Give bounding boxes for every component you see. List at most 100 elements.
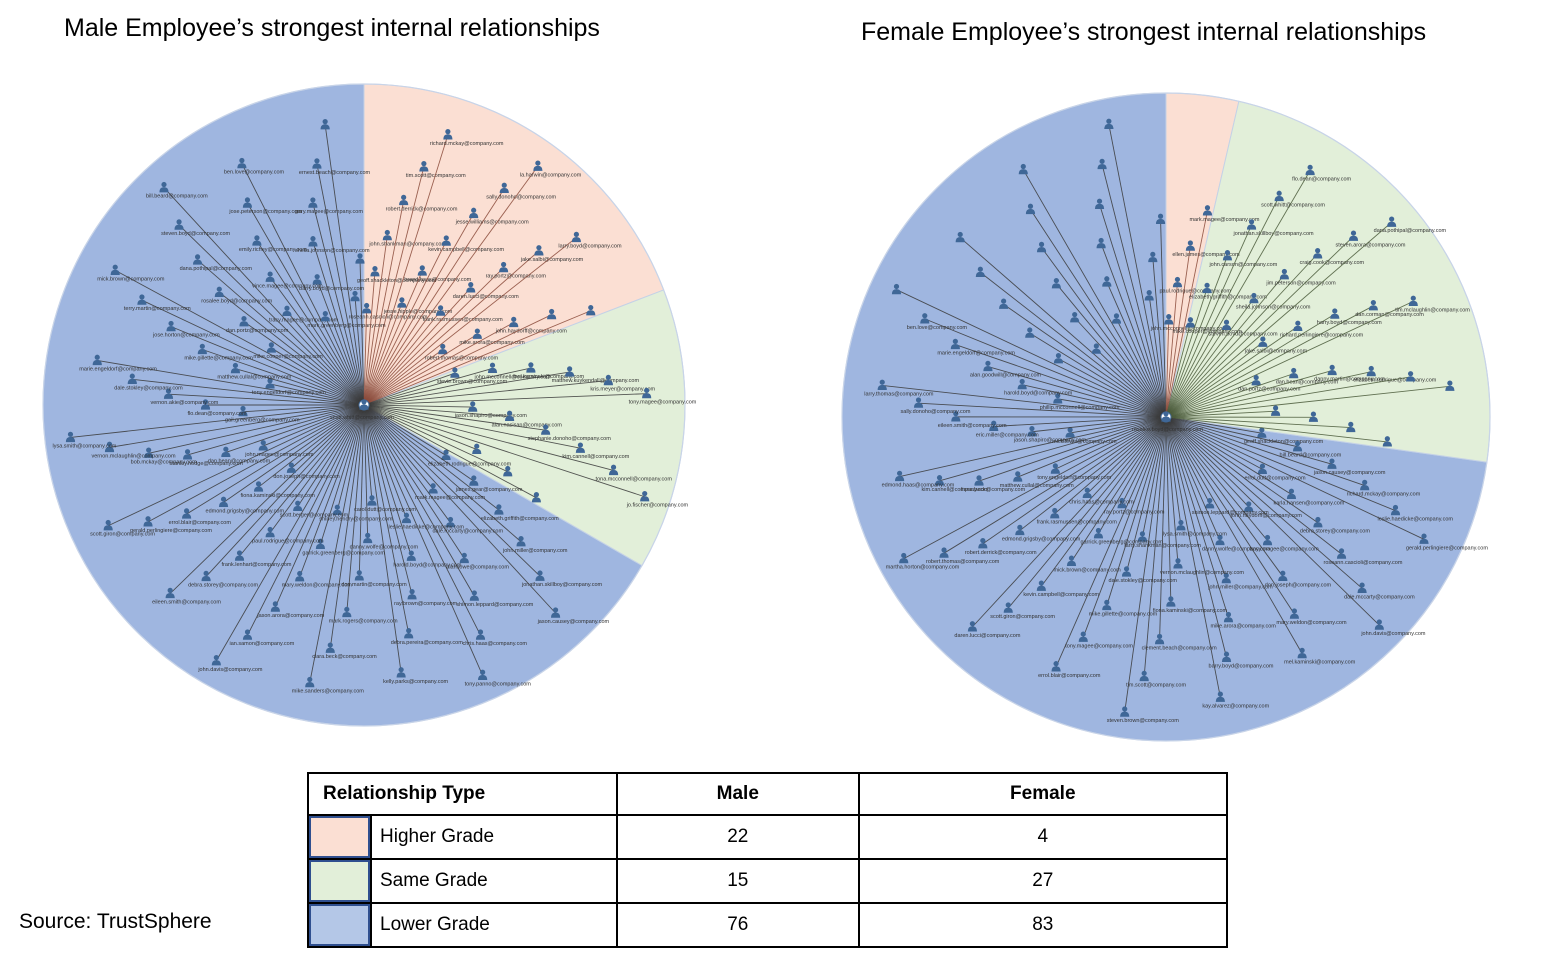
employee-email-label: ray.brown@company.com <box>394 601 458 607</box>
employee-node: stevie.brown@company.com <box>363 367 508 406</box>
employee-node: jason.causey@company.com <box>363 404 610 625</box>
male-chart-title: Male Employee’s strongest internal relat… <box>64 14 600 42</box>
employee-email-label: sally.donoho@company.com <box>901 409 971 415</box>
employee-email-label: jake.salbi@company.com <box>1244 348 1308 354</box>
employee-email-label: sheila.johnson@company.com <box>1236 305 1311 311</box>
employee-node: mary.weldon@company.com <box>282 404 365 589</box>
employee-email-label: geoff.shackleton@company.com <box>357 278 437 284</box>
employee-email-label: marie.engeldorf@company.com <box>937 351 1015 357</box>
employee-node: kelly.parks@company.com <box>363 404 449 685</box>
employee-email-label: geoff.shackleton@company.com <box>1244 439 1324 445</box>
employee-node: daren.lucci@company.com <box>954 416 1167 639</box>
employee-node: john.davis@company.com <box>1165 416 1426 637</box>
employee-node: jason.shapiro@company.com <box>1013 416 1167 444</box>
employee-email-label: john.shankman@company.com <box>368 242 446 248</box>
employee-node: ernest.beach@company.com <box>299 158 371 406</box>
employee-email-label: debra.storey@company.com <box>188 583 258 589</box>
employee-email-label: edmond.grigsby@company.com <box>1002 537 1081 543</box>
employee-node: john.miller@company.com <box>1165 416 1273 591</box>
employee-node: frank.lenhart@company.com <box>222 404 365 568</box>
employee-node: sally.donoho@company.com <box>363 182 557 406</box>
employee-email-label: dale.mccarty@company.com <box>1344 594 1415 600</box>
employee-node <box>1070 311 1167 418</box>
employee-node: debra.storey@company.com <box>1165 416 1370 535</box>
employee-email-label: kelly.parks@company.com <box>383 679 448 685</box>
employee-node: mick.brown@company.com <box>1053 416 1167 573</box>
employee-node: leslie.haedicke@company.com <box>1165 416 1453 523</box>
employee-email-label: daren.lucci@company.com <box>954 633 1020 639</box>
lower-grade-swatch <box>309 904 370 946</box>
employee-email-label: clement.beach@company.com <box>1142 646 1218 652</box>
employee-node: gail.greenberg@company.com <box>225 404 365 424</box>
employee-node: geoff.shackleton@company.com <box>1165 416 1324 445</box>
employee-email-label: richard.mckay@company.com <box>1347 492 1421 498</box>
employee-email-label: mary.weldon@company.com <box>1276 620 1347 626</box>
male-value: 22 <box>616 814 860 860</box>
employee-email-label: flo.dean@company.com <box>1292 177 1351 183</box>
employee-email-label: john.miller@company.com <box>502 548 568 554</box>
employee-node: eileen.smith@company.com <box>152 404 365 606</box>
employee-node: tim.scott@company.com <box>1126 416 1186 688</box>
employee-node: scott.whitt@company.com <box>1165 190 1325 418</box>
swatch-cell <box>307 858 372 904</box>
employee-email-label: dan.portz@company.com <box>226 328 289 334</box>
employee-email-label: dan.portz@company.com <box>1238 387 1301 393</box>
employee-node: flo.dean@company.com <box>188 399 364 417</box>
employee-node: sally.donoho@company.com <box>901 397 1167 418</box>
relationship-table: Relationship Type Male Female Higher Gra… <box>307 772 1229 948</box>
employee-email-label: richard.perlingiere@company.com <box>1280 332 1364 338</box>
employee-email-label: dale.stokley@company.com <box>1109 578 1178 584</box>
employee-node: larry.boyd@company.com <box>363 231 622 406</box>
employee-email-label: robert.derrick@company.com <box>386 207 458 213</box>
employee-node: gerald.perlingiere@company.com <box>130 404 365 534</box>
employee-email-label: leslie.haedicke@company.com <box>1377 517 1453 523</box>
employee-node: sheila.johnson@company.com <box>295 236 370 406</box>
employee-email-label: gerald.perlingiere@company.com <box>1406 545 1488 551</box>
employee-email-label: terry.martin@company.com <box>124 306 191 312</box>
employee-node: gerald.perlingiere@company.com <box>1165 416 1488 551</box>
employee-node: jose.peterson@company.com <box>228 197 365 406</box>
employee-email-label: steven.arora@company.com <box>1336 242 1406 248</box>
employee-node: dale.mccarty@company.com <box>363 404 504 535</box>
employee-email-label: eileen.smith@company.com <box>938 423 1007 429</box>
employee-node <box>1036 241 1167 418</box>
employee-email-label: tony.panno@company.com <box>465 681 532 687</box>
employee-email-label: steven.boyd@company.com <box>161 231 230 237</box>
employee-node: mick.lewis@company.com <box>1052 416 1167 445</box>
employee-node <box>320 118 365 406</box>
employee-email-label: tony.engeldorf@company.com <box>252 390 326 396</box>
employee-email-label: tony.engeldorf@company.com <box>1037 475 1111 481</box>
employee-email-label: roseann.cascioli@company.com <box>349 315 428 321</box>
employee-node: craig.cook@company.com <box>1165 248 1365 418</box>
employee-node: kim.cannell@company.com <box>363 404 630 460</box>
employee-email-label: vernon.mclaughlin@company.com <box>92 453 176 459</box>
employee-node: don.joseph@company.com <box>1165 416 1332 588</box>
employee-email-label: vernon.akie@company.com <box>150 400 218 406</box>
employee-email-label: robert.thomas@company.com <box>425 356 499 362</box>
employee-node: mel.kaminski@company.com <box>363 362 584 406</box>
employee-email-label: barry.boyd@company.com <box>299 286 364 292</box>
employee-node: mel.kaminski@company.com <box>1165 416 1356 666</box>
employee-node <box>1144 290 1167 418</box>
employee-node <box>363 404 513 477</box>
employee-node: kevin.campbell@company.com <box>1023 416 1167 598</box>
employee-node: dale.stokley@company.com <box>114 373 365 406</box>
employee-node: dana.pothipal@company.com <box>180 254 365 406</box>
employee-email-label: clara.beck@company.com <box>312 654 377 660</box>
employee-email-label: john.mcconnell@company.com <box>474 374 552 380</box>
employee-node: dale.stokley@company.com <box>1109 416 1178 584</box>
row-label: Lower Grade <box>370 902 618 948</box>
employee-email-label: dale.stokley@company.com <box>114 385 183 391</box>
employee-node <box>363 308 557 406</box>
employee-node: karla.hansen@company.com <box>1165 416 1345 506</box>
employee-node: robert.derrick@company.com <box>965 416 1167 556</box>
employee-node: dan.portz@company.com <box>1165 374 1301 418</box>
employee-email-label: frank.lenhart@company.com <box>222 562 292 568</box>
higher-grade-swatch <box>309 816 370 858</box>
employee-node: marie.engeldorf@company.com <box>937 338 1167 418</box>
employee-email-label: john.haydorff@company.com <box>1230 513 1303 519</box>
employee-node: dan.portz@company.com <box>226 315 365 406</box>
employee-node: vernon.akie@company.com <box>150 388 365 406</box>
employee-node <box>1111 313 1167 418</box>
employee-node: ben.love@company.com <box>907 313 1167 418</box>
